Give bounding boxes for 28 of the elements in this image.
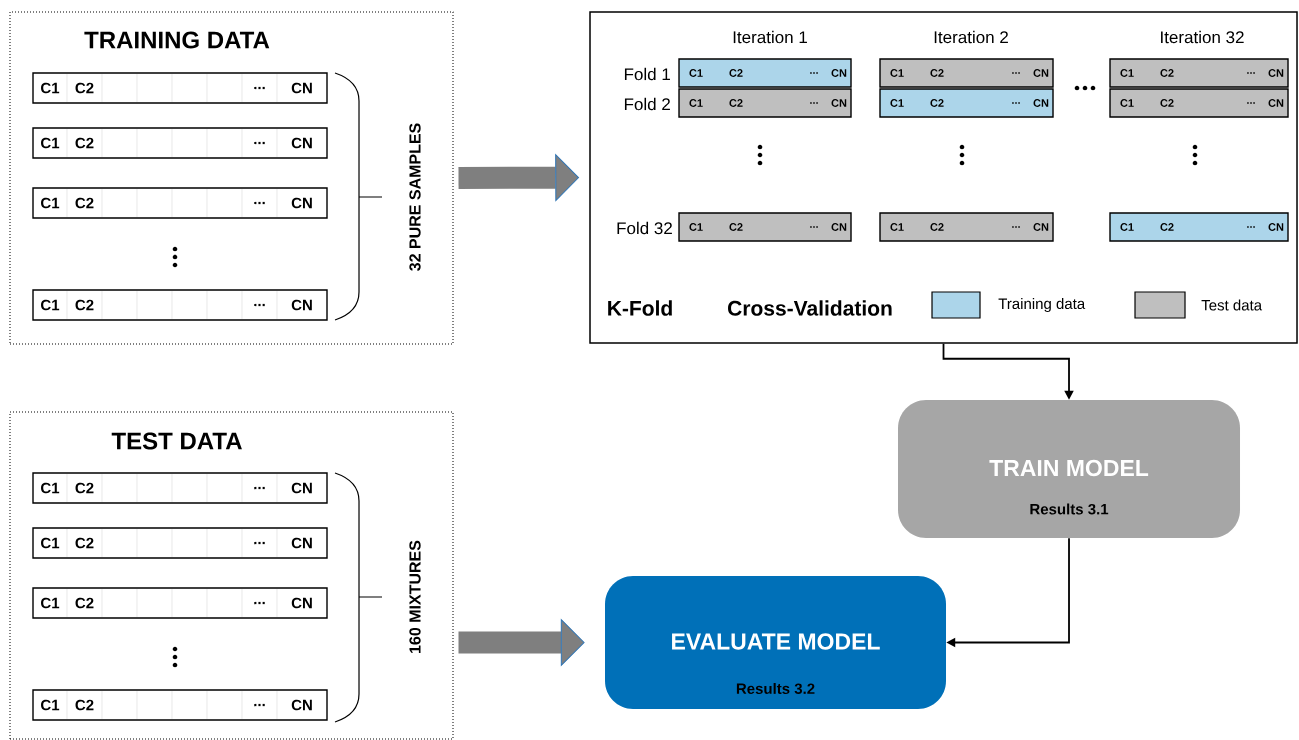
fold-label: Fold 2: [624, 97, 670, 111]
fold-bar: C1 C2 ... CN: [879, 58, 1054, 88]
iteration-label: Iteration 2: [934, 30, 1008, 44]
process-box: EVALUATE MODEL Results 3.2: [605, 576, 946, 709]
fold-bar: C1 C2 ... CN: [678, 88, 852, 118]
fold-bar: C1 C2 ... CN: [879, 88, 1054, 118]
data-row: C1 C2 ... CN: [32, 72, 328, 104]
legend-label: Test data: [1201, 299, 1263, 311]
fold-bar: C1 C2 ... CN: [1109, 88, 1289, 118]
data-row: C1 C2 ... CN: [32, 289, 328, 321]
process-box: TRAIN MODEL Results 3.1: [898, 400, 1240, 538]
block-arrow: [458, 154, 580, 201]
fold-bar: C1 C2 ... CN: [678, 58, 852, 88]
fold-bar: C1 C2 ... CN: [1109, 58, 1289, 88]
data-row: C1 C2 ... CN: [32, 587, 328, 619]
iteration-label: Iteration 1: [733, 30, 807, 44]
legend-label: Training data: [998, 298, 1086, 312]
block-arrow: [458, 619, 585, 666]
fold-bar: C1 C2 ... CN: [678, 212, 852, 242]
fold-bar: C1 C2 ... CN: [879, 212, 1054, 242]
data-row: C1 C2 ... CN: [32, 187, 328, 219]
fold-bar: C1 C2 ... CN: [1109, 212, 1289, 242]
fold-label: Fold 1: [624, 67, 670, 81]
data-row: C1 C2 ... CN: [32, 527, 328, 559]
iteration-label: Iteration 32: [1161, 30, 1244, 44]
data-row: C1 C2 ... CN: [32, 127, 328, 159]
data-row: C1 C2 ... CN: [32, 472, 328, 504]
data-row: C1 C2 ... CN: [32, 689, 328, 721]
